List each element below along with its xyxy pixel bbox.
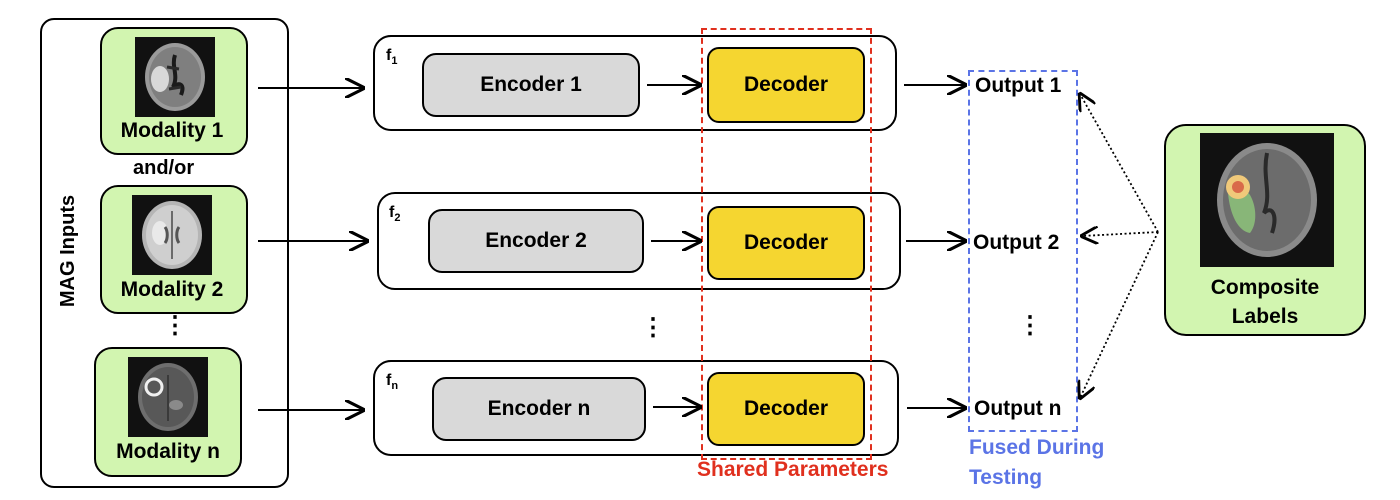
composite-to-output-n-dotted-arrow — [1080, 231, 1159, 398]
output-n-label: Output n — [974, 397, 1062, 420]
and-or-label: and/or — [133, 157, 195, 179]
f2-label: f2 — [389, 204, 401, 225]
output-2-label: Output 2 — [973, 231, 1060, 254]
modality-n-label: Modality n — [116, 440, 220, 463]
inputs-vertical-ellipsis: ⋮ — [163, 312, 187, 339]
encoder-1-block: Encoder 1 — [422, 53, 640, 117]
encoder-2-block: Encoder 2 — [428, 209, 644, 273]
shared-parameters-label: Shared Parameters — [697, 458, 889, 481]
f1-label: f1 — [386, 47, 398, 68]
decoder-1-block: Decoder — [707, 47, 865, 123]
mag-inputs-container — [40, 18, 289, 488]
encoder-n-block: Encoder n — [432, 377, 646, 441]
modality-2-label: Modality 2 — [120, 278, 224, 301]
modality-2-brain-image — [132, 195, 212, 275]
output-1-label: Output 1 — [975, 74, 1062, 97]
composite-labels-brain-image — [1200, 133, 1334, 267]
flows-vertical-ellipsis: ⋮ — [641, 314, 665, 341]
composite-to-output-2-dotted-arrow — [1082, 232, 1159, 236]
modality-n-brain-image — [128, 357, 208, 437]
fn-label: fn — [386, 372, 399, 393]
shared-parameters-region — [701, 28, 872, 460]
outputs-vertical-ellipsis: ⋮ — [1018, 312, 1042, 339]
fused-during-testing-region — [968, 70, 1078, 432]
composite-to-output-1-dotted-arrow — [1080, 94, 1159, 233]
modality-1-label: Modality 1 — [120, 119, 224, 142]
composite-labels-label: Composite Labels — [1210, 276, 1320, 328]
decoder-2-block: Decoder — [707, 206, 865, 280]
decoder-n-block: Decoder — [707, 372, 865, 446]
fused-during-testing-label: Fused During Testing — [969, 436, 1105, 489]
modality-1-brain-image — [135, 37, 215, 117]
